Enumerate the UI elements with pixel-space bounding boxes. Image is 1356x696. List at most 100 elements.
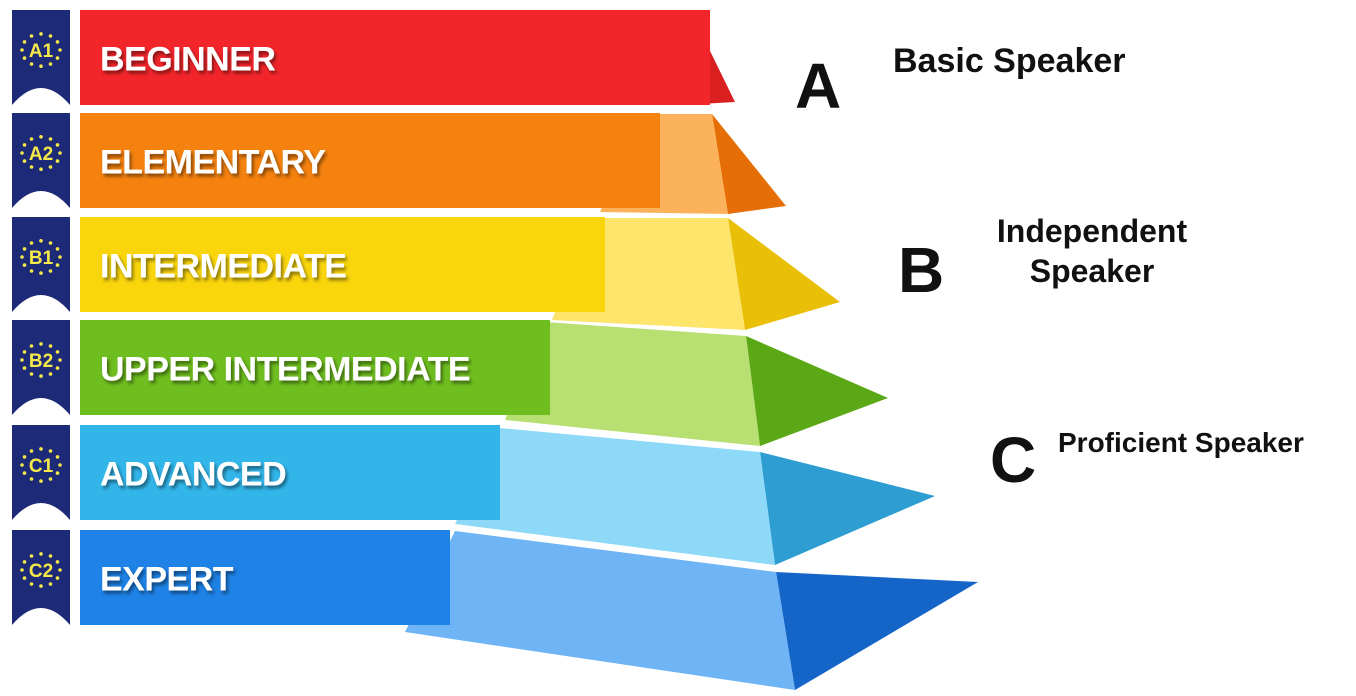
level-badge-b1: B1 (12, 217, 70, 312)
badge-star (58, 568, 62, 572)
level-bar-b1 (80, 217, 605, 312)
pyramid-tier-side (712, 114, 786, 214)
badge-star (39, 135, 43, 139)
level-bar-a2 (80, 113, 660, 208)
badge-star (29, 582, 34, 586)
badge-star (22, 471, 27, 475)
badge-star (48, 137, 53, 141)
level-code-b1: B1 (29, 248, 54, 269)
pyramid-tier-c1 (455, 428, 935, 565)
badge-star (55, 366, 60, 370)
badge-star (39, 479, 43, 483)
group-desc-b-line2: Speaker (1030, 253, 1155, 289)
level-labels: BEGINNER ELEMENTARY INTERMEDIATE UPPER INTE… (100, 41, 471, 599)
badge-star (22, 143, 27, 147)
badge-ribbon (12, 217, 70, 312)
badge-ribbon (12, 113, 70, 208)
badge-star (48, 269, 53, 273)
badge-star (55, 350, 60, 354)
level-label-a1: BEGINNER (100, 41, 275, 79)
group-desc-c: Proficient Speaker (1058, 427, 1304, 458)
level-code-c2: C2 (29, 561, 53, 582)
badge-star (58, 255, 62, 259)
badge-star (29, 449, 34, 453)
pyramid-tier-b2 (505, 322, 888, 446)
badge-star (39, 167, 43, 171)
badge-star (22, 159, 27, 163)
badge-star (55, 159, 60, 163)
group-letter-b: B (898, 234, 944, 306)
badge-ribbon (12, 425, 70, 520)
badge-star (20, 358, 24, 362)
badge-star (20, 463, 24, 467)
badge-star (29, 137, 34, 141)
level-badge-c1: C1 (12, 425, 70, 520)
badge-star (58, 463, 62, 467)
badge-star (29, 62, 34, 66)
level-bars (80, 10, 710, 625)
badge-star (29, 165, 34, 169)
speaker-groups: A Basic Speaker B Independent Speaker C … (795, 42, 1304, 496)
level-badge-b2: B2 (12, 320, 70, 415)
badge-star (20, 151, 24, 155)
level-bar-b2 (80, 320, 550, 415)
badge-star (48, 582, 53, 586)
level-code-c1: C1 (29, 456, 54, 477)
level-label-c1: ADVANCED (100, 456, 286, 494)
badge-star (29, 241, 34, 245)
badge-star (55, 576, 60, 580)
badge-star (55, 263, 60, 267)
group-b: B Independent Speaker (898, 213, 1187, 306)
level-bar-c1 (80, 425, 500, 520)
badge-ribbon (12, 320, 70, 415)
badge-star (48, 372, 53, 376)
level-badge-a1: A1 (12, 10, 70, 105)
level-bar-a1 (80, 10, 710, 105)
pyramid-tier-front (455, 428, 775, 565)
badge-star (58, 151, 62, 155)
badge-star (29, 554, 34, 558)
pyramid-tier-c2 (405, 531, 978, 690)
badge-star (48, 34, 53, 38)
group-letter-a: A (795, 50, 841, 122)
pyramid-tier-side (760, 452, 935, 565)
level-code-a1: A1 (29, 41, 54, 62)
group-desc-b-line1: Independent (997, 213, 1188, 249)
level-code-a2: A2 (29, 144, 53, 165)
badge-star (48, 344, 53, 348)
badge-star (55, 56, 60, 60)
badge-star (55, 455, 60, 459)
badge-star (20, 48, 24, 52)
level-badge-a2: A2 (12, 113, 70, 208)
badge-star (22, 366, 27, 370)
badge-ribbon (12, 10, 70, 105)
badge-star (22, 350, 27, 354)
badge-star (22, 263, 27, 267)
level-label-c2: EXPERT (100, 561, 234, 599)
badge-ribbon (12, 530, 70, 625)
badge-star (39, 271, 43, 275)
badge-star (22, 40, 27, 44)
badge-star (29, 372, 34, 376)
level-label-a2: ELEMENTARY (100, 144, 326, 182)
pyramid-tier-side (746, 336, 888, 446)
badge-star (22, 576, 27, 580)
badge-star (58, 48, 62, 52)
level-label-b2: UPPER INTERMEDIATE (100, 351, 470, 389)
pyramid-tier-front (505, 322, 760, 446)
badge-star (22, 560, 27, 564)
level-label-b1: INTERMEDIATE (100, 248, 346, 286)
pyramid-tier-front (405, 531, 795, 690)
level-bar-c2 (80, 530, 450, 625)
group-a: A Basic Speaker (795, 42, 1126, 122)
badge-star (20, 255, 24, 259)
level-code-b2: B2 (29, 351, 53, 372)
badge-star (29, 344, 34, 348)
badge-star (39, 64, 43, 68)
badge-star (22, 56, 27, 60)
badge-star (39, 342, 43, 346)
badge-star (55, 471, 60, 475)
badge-star (55, 247, 60, 251)
